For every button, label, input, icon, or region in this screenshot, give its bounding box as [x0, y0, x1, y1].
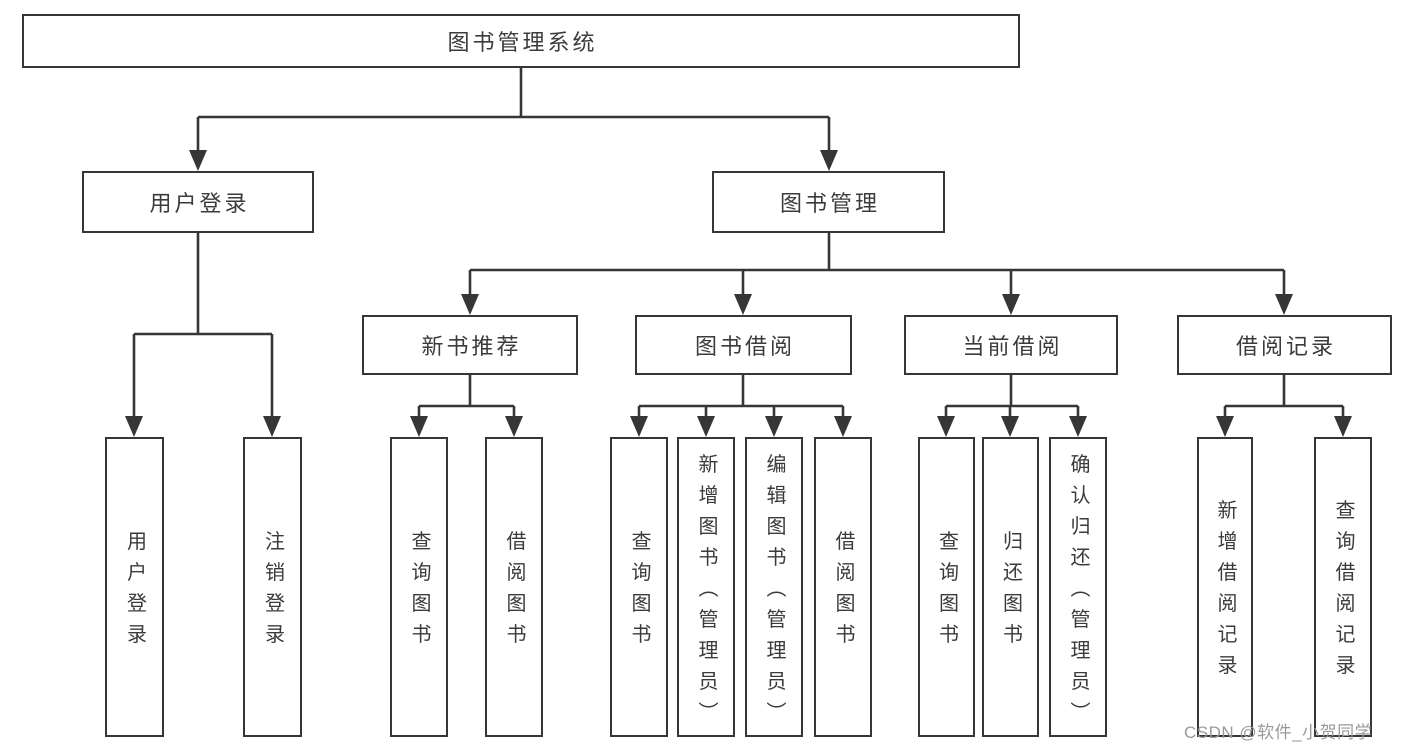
csdn-watermark: CSDN @软件_小贺同学: [1184, 723, 1373, 742]
connector-newbooks-to-children: [410, 375, 523, 437]
node-root-library-system: 图书管理系统: [22, 14, 1020, 68]
connector-bookmgmt-to-level3: [461, 233, 1293, 315]
node-label: 编辑图书（管理员）: [763, 453, 785, 732]
connector-records-to-children: [1216, 375, 1352, 437]
node-borrowing-records: 借阅记录: [1177, 315, 1392, 375]
leaf-borrow-books-recommend: 借阅图书: [485, 437, 543, 737]
leaf-query-books-borrow: 查询图书: [610, 437, 668, 737]
leaf-query-books-recommend: 查询图书: [390, 437, 448, 737]
node-label: 借阅图书: [503, 530, 525, 655]
node-label: 用户登录: [123, 530, 146, 655]
node-user-login: 用户登录: [82, 171, 314, 233]
leaf-edit-books-admin: 编辑图书（管理员）: [745, 437, 803, 737]
node-label: 借阅记录: [1235, 334, 1336, 359]
leaf-add-borrow-record: 新增借阅记录: [1197, 437, 1253, 737]
node-label: 查询图书: [935, 530, 958, 655]
node-book-borrowing: 图书借阅: [635, 315, 852, 375]
node-label: 图书借阅: [694, 334, 795, 359]
node-label: 查询借阅记录: [1332, 499, 1354, 686]
connector-borrowing-to-children: [630, 375, 852, 437]
leaf-logout: 注销登录: [243, 437, 302, 737]
node-label: 用户登录: [149, 191, 250, 216]
node-label: 图书管理系统: [447, 30, 598, 55]
leaf-user-login: 用户登录: [105, 437, 164, 737]
node-label: 借阅图书: [832, 530, 854, 655]
node-label: 确认归还（管理员）: [1067, 453, 1089, 732]
node-label: 查询图书: [628, 530, 650, 655]
leaf-confirm-return-admin: 确认归还（管理员）: [1049, 437, 1107, 737]
node-label: 当前借阅: [962, 334, 1063, 359]
leaf-query-borrow-record: 查询借阅记录: [1314, 437, 1372, 737]
connector-current-to-children: [937, 375, 1087, 437]
node-book-management: 图书管理: [712, 171, 945, 233]
node-label: 新增借阅记录: [1214, 499, 1236, 686]
node-label: 图书管理: [779, 191, 880, 216]
connector-root-to-level2: [189, 68, 838, 171]
node-label: 新书推荐: [421, 334, 522, 359]
node-label: 查询图书: [408, 530, 430, 655]
node-new-book-recommend: 新书推荐: [362, 315, 578, 375]
leaf-borrow-books: 借阅图书: [814, 437, 872, 737]
connector-userlogin-to-children: [125, 233, 281, 437]
node-current-borrowing: 当前借阅: [904, 315, 1118, 375]
leaf-return-books: 归还图书: [982, 437, 1039, 737]
leaf-query-books-current: 查询图书: [918, 437, 975, 737]
node-label: 新增图书（管理员）: [695, 453, 717, 732]
node-label: 归还图书: [999, 530, 1022, 655]
node-label: 注销登录: [261, 530, 284, 655]
leaf-add-books-admin: 新增图书（管理员）: [677, 437, 735, 737]
